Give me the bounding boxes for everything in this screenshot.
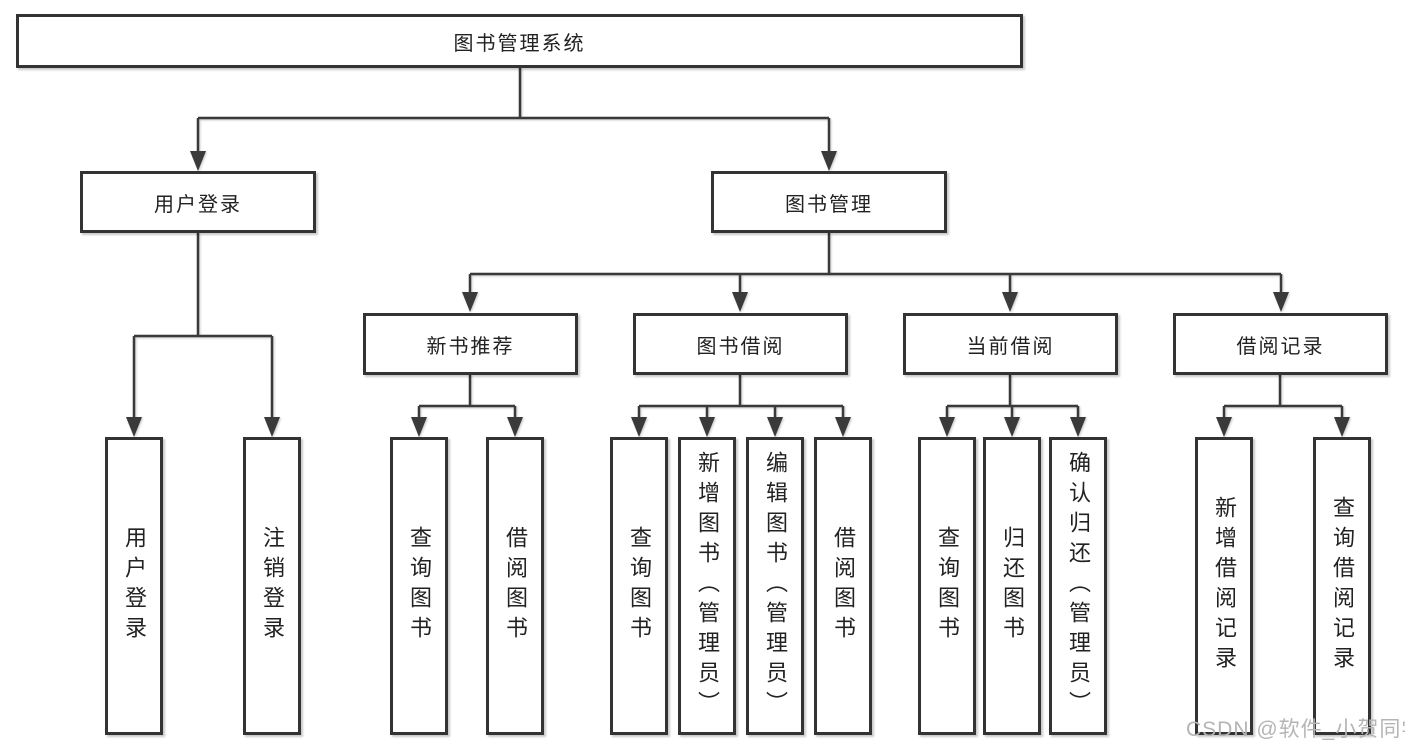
node-label: 用户登录 — [154, 193, 242, 216]
node-label: 新增借阅记录 — [1212, 496, 1237, 676]
node-label: 查询图书 — [935, 526, 960, 646]
leaf-confirm-return-admin: 确认归还（管理员） — [1049, 437, 1107, 735]
node-label: 编辑图书（管理员） — [763, 451, 788, 721]
leaf-add-borrow-record: 新增借阅记录 — [1195, 437, 1253, 735]
leaf-edit-book-admin: 编辑图书（管理员） — [746, 437, 804, 735]
node-label: 归还图书 — [1000, 526, 1025, 646]
leaf-borrow-books-borrowing: 借阅图书 — [814, 437, 872, 735]
node-label: 确认归还（管理员） — [1066, 451, 1091, 721]
node-label: 图书借阅 — [696, 335, 785, 358]
arrowheads — [126, 151, 1350, 437]
node-label: 新书推荐 — [426, 335, 515, 358]
node-library-system: 图书管理系统 — [16, 14, 1023, 68]
leaf-query-borrow-record: 查询借阅记录 — [1313, 437, 1371, 735]
node-new-book-recommend: 新书推荐 — [363, 313, 578, 375]
node-borrowing-records: 借阅记录 — [1173, 313, 1388, 375]
leaf-query-books-recommend: 查询图书 — [390, 437, 448, 735]
node-label: 图书管理 — [785, 193, 873, 216]
node-label: 借阅图书 — [503, 526, 528, 646]
leaf-logout: 注销登录 — [243, 437, 301, 735]
node-label: 用户登录 — [122, 526, 147, 646]
leaf-borrow-books-recommend: 借阅图书 — [486, 437, 544, 735]
node-book-management: 图书管理 — [711, 171, 947, 233]
node-label: 查询图书 — [407, 526, 432, 646]
node-label: 借阅图书 — [831, 526, 856, 646]
leaf-user-login: 用户登录 — [105, 437, 163, 735]
node-label: 图书管理系统 — [453, 32, 586, 55]
node-label: 当前借阅 — [966, 335, 1055, 358]
node-label: 查询图书 — [627, 526, 652, 646]
node-label: 查询借阅记录 — [1330, 496, 1355, 676]
node-current-borrowing: 当前借阅 — [903, 313, 1118, 375]
leaf-query-books-borrowing: 查询图书 — [610, 437, 668, 735]
leaf-return-books: 归还图书 — [983, 437, 1041, 735]
node-label: 新增图书（管理员） — [695, 451, 720, 721]
node-label: 注销登录 — [260, 526, 285, 646]
leaf-query-books-current: 查询图书 — [918, 437, 976, 735]
csdn-watermark: CSDN @软件_小贺同学 — [1186, 718, 1405, 741]
leaf-add-book-admin: 新增图书（管理员） — [678, 437, 736, 735]
node-user-login: 用户登录 — [80, 171, 316, 233]
node-book-borrowing: 图书借阅 — [633, 313, 848, 375]
node-label: 借阅记录 — [1236, 335, 1325, 358]
